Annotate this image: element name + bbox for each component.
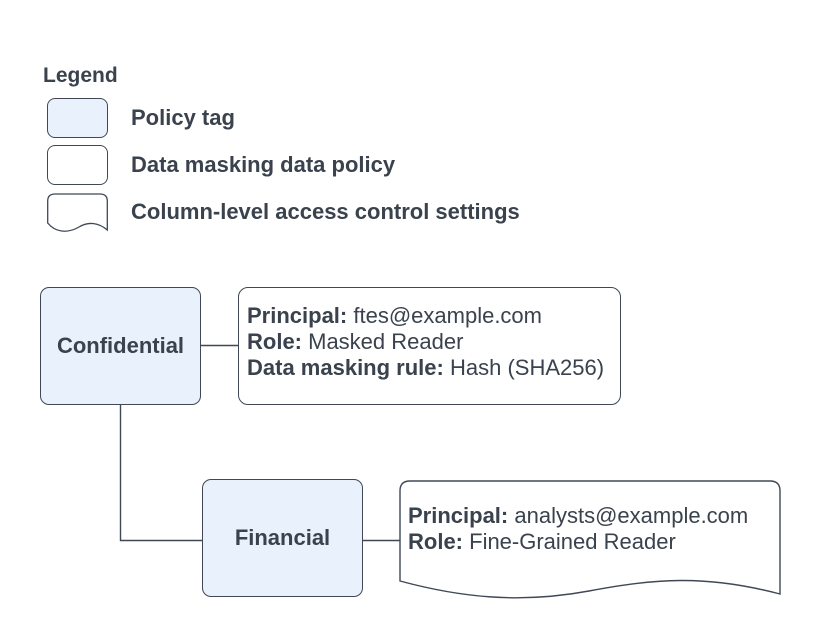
legend-item-data-masking-policy: Data masking data policy	[47, 145, 395, 185]
settings-document-shape	[399, 480, 781, 599]
legend-item-column-access: Column-level access control settings	[47, 193, 520, 237]
policy-principal-line: Principal: ftes@example.com	[247, 303, 614, 329]
policy-masking-rule-value: Hash (SHA256)	[449, 355, 605, 380]
legend-label-column-access: Column-level access control settings	[131, 199, 520, 224]
policy-masking-rule-label: Data masking rule:	[247, 355, 444, 380]
node-confidential-label: Confidential	[56, 333, 185, 358]
connector-confidential-to-financial	[119, 405, 203, 542]
policy-masking-rule-line: Data masking rule: Hash (SHA256)	[247, 355, 614, 381]
legend-label-policy-tag: Policy tag	[131, 105, 235, 130]
settings-principal-label: Principal:	[408, 503, 509, 528]
settings-role-label: Role:	[408, 529, 463, 554]
settings-role-value: Fine-Grained Reader	[469, 529, 676, 554]
policy-principal-label: Principal:	[247, 303, 348, 328]
policy-box-confidential: Principal: ftes@example.com Role: Masked…	[238, 287, 621, 405]
policy-role-label: Role:	[247, 329, 302, 354]
legend-swatch-data-masking-policy	[47, 145, 108, 185]
legend-swatch-document-shape	[47, 193, 108, 232]
node-confidential: Confidential	[40, 287, 201, 405]
settings-principal-line: Principal: analysts@example.com	[408, 503, 748, 529]
policy-principal-value: ftes@example.com	[353, 303, 542, 328]
legend-label-data-masking-policy: Data masking data policy	[131, 152, 396, 177]
policy-role-value: Masked Reader	[308, 329, 464, 354]
settings-role-line: Role: Fine-Grained Reader	[408, 529, 748, 555]
node-financial: Financial	[202, 479, 363, 597]
legend-item-policy-tag: Policy tag	[47, 98, 235, 138]
settings-document-text: Principal: analysts@example.com Role: Fi…	[408, 503, 748, 555]
legend-title: Legend	[43, 64, 118, 87]
node-financial-label: Financial	[234, 525, 331, 550]
settings-principal-value: analysts@example.com	[514, 503, 749, 528]
policy-role-line: Role: Masked Reader	[247, 329, 614, 355]
legend-swatch-policy-tag	[47, 98, 108, 138]
